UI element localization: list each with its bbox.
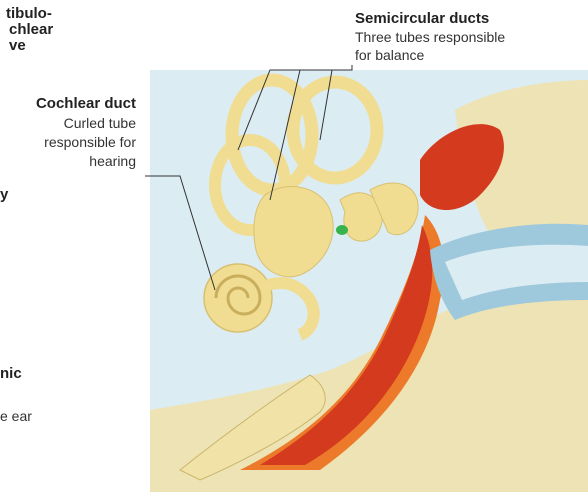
vestibulocochlear-label-1: tibulo-: [6, 6, 52, 22]
cochlear-duct-desc-3: hearing: [89, 153, 136, 170]
oval-window-green: [336, 225, 348, 235]
semicircular-ducts-desc-2: for balance: [355, 47, 424, 64]
partial-label-nic: nic: [0, 366, 22, 382]
cochlea: [204, 264, 272, 332]
semicircular-ducts-title: Semicircular ducts: [355, 11, 489, 27]
cochlear-duct-desc-2: responsible for: [44, 134, 136, 151]
cochlear-duct-title: Cochlear duct: [36, 96, 136, 112]
partial-label-ear: e ear: [0, 408, 32, 425]
cochlear-duct-desc-1: Curled tube: [64, 115, 136, 132]
vestibulocochlear-label-2: chlear: [9, 22, 53, 38]
semicircular-ducts-desc-1: Three tubes responsible: [355, 29, 505, 46]
vestibulocochlear-label-3: ve: [9, 38, 26, 54]
partial-label-y: y: [0, 187, 8, 203]
